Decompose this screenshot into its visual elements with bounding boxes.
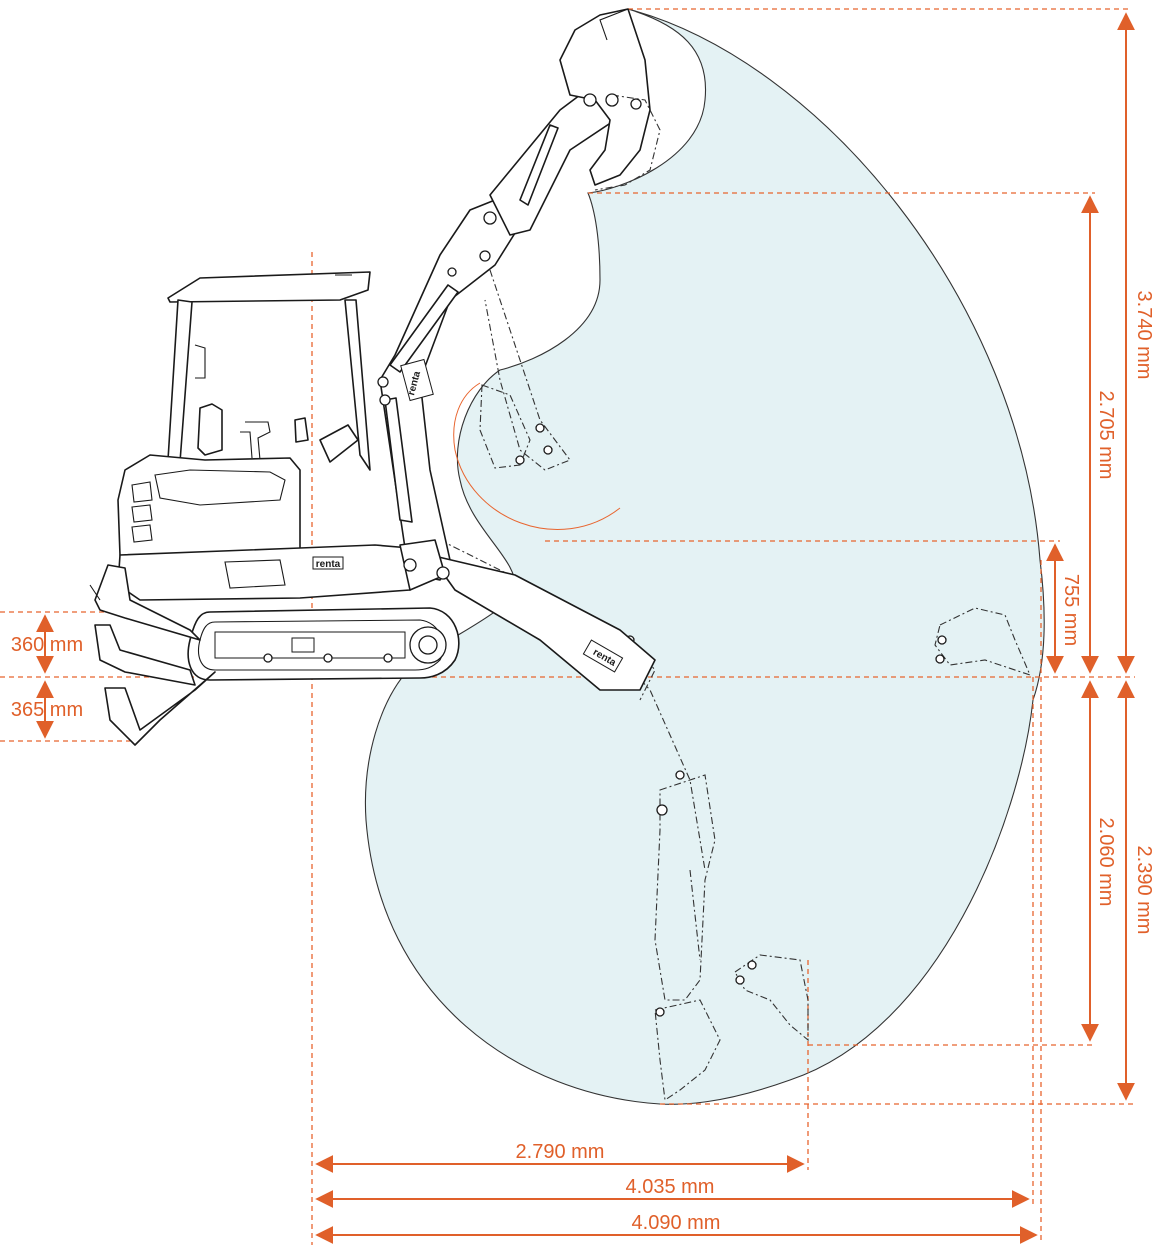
label-4090: 4.090 mm xyxy=(632,1212,721,1234)
label-2790: 2.790 mm xyxy=(516,1141,605,1163)
pin xyxy=(937,635,947,645)
pin xyxy=(377,376,389,388)
pin xyxy=(583,93,597,107)
canopy-roof xyxy=(167,271,371,303)
ghost-arm-mid xyxy=(479,269,571,471)
operator-seat xyxy=(197,403,223,456)
pin xyxy=(747,960,757,970)
pin xyxy=(483,211,497,225)
body-brand-plate xyxy=(312,556,344,570)
ghost-bucket-ground xyxy=(934,607,1031,676)
label-365: 365 mm xyxy=(11,699,83,721)
label-2390: 2.390 mm xyxy=(1133,846,1155,935)
pin xyxy=(515,455,525,465)
label-360: 360 mm xyxy=(11,634,83,656)
boom-raised: renta xyxy=(377,8,661,581)
pin xyxy=(403,558,417,572)
pin xyxy=(735,975,745,985)
control-console xyxy=(319,424,359,463)
dozer-blade-lowered xyxy=(104,671,216,746)
working-envelope xyxy=(364,8,1045,1105)
canopy-post-front xyxy=(344,299,371,471)
track-frame xyxy=(214,631,406,659)
ghost-bucket-depth xyxy=(734,954,809,1042)
pin xyxy=(605,93,619,107)
lowered-boom-brand-plate xyxy=(582,639,624,673)
roller xyxy=(263,653,273,663)
dozer-blade-raised xyxy=(94,564,201,641)
pin xyxy=(379,394,391,406)
canopy-post-rear xyxy=(167,299,193,463)
body-brand-text: renta xyxy=(316,559,341,570)
pin xyxy=(630,98,642,110)
joystick xyxy=(294,417,309,443)
label-4035: 4.035 mm xyxy=(626,1176,715,1198)
label-3740: 3.740 mm xyxy=(1133,291,1155,380)
label-2060: 2.060 mm xyxy=(1095,818,1117,907)
pin xyxy=(543,445,553,455)
dozer-blade-mid xyxy=(94,624,196,686)
min-swing-arc xyxy=(453,382,621,530)
pin xyxy=(655,1007,665,1017)
pin xyxy=(479,250,491,262)
boom-lowered: renta xyxy=(429,554,656,691)
boom-brand-plate xyxy=(400,358,434,402)
crawler-track xyxy=(187,607,460,681)
pin xyxy=(535,423,545,433)
excavator-body: renta xyxy=(89,271,460,746)
label-2705: 2.705 mm xyxy=(1095,391,1117,480)
roller xyxy=(383,653,393,663)
track-frame-plate xyxy=(291,637,315,653)
idler-hub xyxy=(418,635,438,655)
pin xyxy=(935,654,945,664)
label-755: 755 mm xyxy=(1060,574,1082,646)
roller xyxy=(323,653,333,663)
pin xyxy=(436,566,450,580)
turret-base xyxy=(117,544,411,601)
pin xyxy=(656,804,668,816)
pin xyxy=(675,770,685,780)
pin xyxy=(447,267,457,277)
